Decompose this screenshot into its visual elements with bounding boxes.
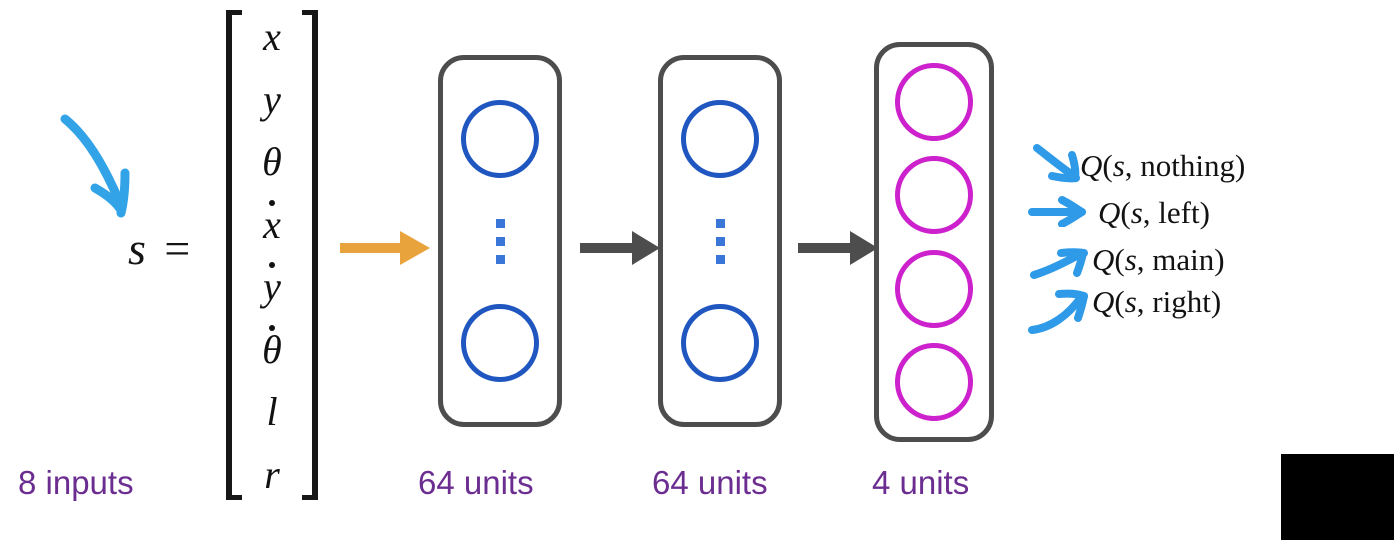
output-arrow-right-icon (1028, 289, 1088, 334)
layer-label-output: 4 units (872, 464, 970, 501)
neuron-output-main (895, 249, 973, 328)
output-label-right: Q(s, right) (1092, 284, 1222, 319)
layer-box-output (874, 42, 994, 442)
vector-element-thetadot: θ (262, 324, 282, 372)
neuron-output-right (895, 343, 973, 422)
flow-arrow-input-to-hidden1 (340, 231, 430, 265)
flow-arrow-hidden2-to-output (798, 231, 878, 265)
bracket-right-icon (302, 10, 318, 500)
layer-label-hidden1: 64 units (418, 464, 534, 501)
neuron-hidden1-last (461, 303, 539, 382)
ellipsis-hidden2-icon (715, 218, 725, 264)
vector-element-theta: θ (262, 139, 282, 185)
layer-box-hidden2 (658, 55, 782, 427)
vector-element-r: r (264, 451, 280, 497)
layer-label-input: 8 inputs (18, 464, 134, 501)
state-vector: x y θ x y θ l r (226, 10, 318, 500)
output-label-nothing: Q(s, nothing) (1080, 148, 1246, 183)
flow-arrow-hidden1-to-hidden2 (580, 231, 660, 265)
vector-element-ydot: y (263, 262, 281, 310)
layer-box-hidden1 (438, 55, 562, 427)
bracket-left-icon (226, 10, 242, 500)
overdot-icon (269, 324, 275, 331)
neuron-hidden2-first (681, 100, 759, 179)
neuron-hidden2-last (681, 303, 759, 382)
black-overlay-block (1281, 454, 1394, 540)
output-arrow-main-icon (1030, 248, 1088, 279)
output-label-left: Q(s, left) (1098, 195, 1210, 230)
vector-element-xdot: x (263, 199, 281, 247)
output-arrow-left-icon (1028, 196, 1086, 227)
ellipsis-hidden1-icon (495, 218, 505, 264)
overdot-icon (269, 262, 275, 269)
blue-pointer-arrow-icon (60, 114, 130, 218)
overdot-icon (269, 199, 275, 206)
vector-element-y: y (263, 76, 281, 122)
vector-element-l: l (266, 389, 278, 435)
neuron-output-nothing (895, 62, 973, 141)
layer-label-hidden2: 64 units (652, 464, 768, 501)
output-arrow-nothing-icon (1033, 144, 1080, 183)
vector-element-x: x (263, 14, 281, 59)
output-label-main: Q(s, main) (1092, 242, 1225, 277)
state-symbol-label: s = (128, 223, 195, 274)
neuron-hidden1-first (461, 100, 539, 179)
neuron-output-left (895, 156, 973, 235)
